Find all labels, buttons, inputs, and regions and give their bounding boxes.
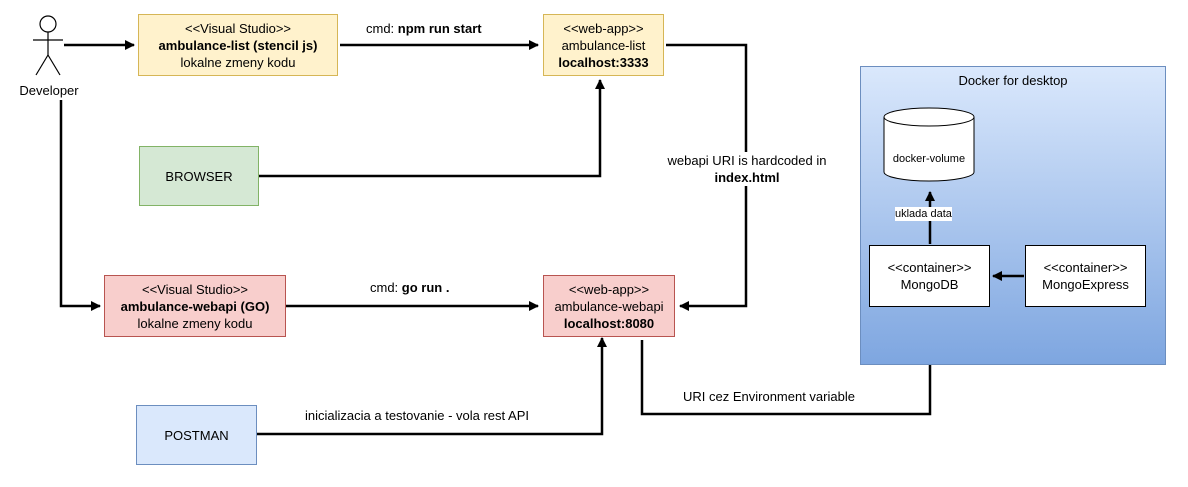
edge-label-uklada: uklada data: [895, 207, 952, 221]
edge-postman-to-webapi: [257, 337, 607, 436]
browser-node: BROWSER: [139, 146, 259, 206]
edge-label-postman: inicializacia a testovanie - vola rest A…: [305, 407, 529, 424]
node-name: MongoDB: [900, 277, 959, 292]
database-cylinder-icon: [883, 107, 975, 182]
node-label: BROWSER: [165, 168, 233, 184]
edge-label-env-var: URI cez Environment variable: [683, 388, 855, 405]
node-label: POSTMAN: [164, 427, 229, 443]
webapp-ambulance-list-node: <<web-app>> ambulance-list localhost:333…: [543, 14, 664, 76]
edge-label-line1: webapi URI is hardcoded in: [667, 153, 827, 168]
node-stereotype: <<Visual Studio>>: [141, 281, 248, 297]
edge-label-cmd: go run .: [401, 280, 450, 295]
node-host: localhost:3333: [558, 54, 649, 70]
webapp-ambulance-webapi-node: <<web-app>> ambulance-webapi localhost:8…: [543, 275, 675, 337]
edge-label-hardcoded: webapi URI is hardcoded in index.html: [652, 152, 842, 186]
vs-ambulance-webapi-node: <<Visual Studio>> ambulance-webapi (GO) …: [104, 275, 286, 337]
developer-actor-icon: [33, 15, 63, 76]
edge-browser-to-weblist: [259, 79, 605, 178]
edge-label-prefix: cmd:: [366, 21, 398, 36]
node-stereotype: <<container>>: [887, 260, 972, 275]
node-desc: lokalne zmeny kodu: [180, 54, 296, 70]
postman-node: POSTMAN: [136, 405, 257, 465]
node-stereotype: <<web-app>>: [563, 20, 644, 36]
node-name: MongoExpress: [1042, 277, 1129, 292]
node-host: localhost:8080: [563, 315, 655, 331]
node-name: ambulance-list: [561, 37, 646, 53]
node-name: ambulance-webapi: [554, 298, 664, 314]
edge-label-npm: cmd: npm run start: [366, 20, 482, 37]
node-stereotype: <<container>>: [1043, 260, 1128, 275]
node-desc: lokalne zmeny kodu: [137, 315, 253, 331]
node-stereotype: <<Visual Studio>>: [184, 20, 291, 36]
docker-title: Docker for desktop: [958, 73, 1068, 88]
actor-label: Developer: [19, 83, 79, 98]
edge-label-prefix: cmd:: [370, 280, 402, 295]
vs-ambulance-list-node: <<Visual Studio>> ambulance-list (stenci…: [138, 14, 338, 76]
edge-label-go: cmd: go run .: [370, 279, 450, 296]
volume-label: docker-volume: [892, 153, 966, 165]
node-name: ambulance-webapi (GO): [120, 298, 270, 314]
node-name: ambulance-list (stencil js): [158, 37, 318, 53]
edge-dev-to-vs-webapi: [59, 100, 101, 311]
mongoexpress-container-node: <<container>> MongoExpress: [1025, 245, 1146, 307]
node-stereotype: <<web-app>>: [568, 281, 650, 297]
mongodb-container-node: <<container>> MongoDB: [869, 245, 990, 307]
edge-label-cmd: npm run start: [397, 21, 482, 36]
edge-label-line2: index.html: [714, 170, 780, 185]
